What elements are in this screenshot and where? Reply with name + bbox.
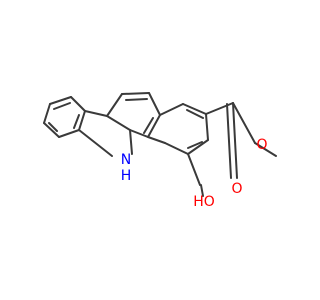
nh-h-label: H xyxy=(121,168,132,184)
bond-7 xyxy=(73,114,80,129)
bond-10 xyxy=(78,129,113,157)
bond-22 xyxy=(205,113,209,141)
structure-canvas: N H HO O O xyxy=(43,92,277,210)
bond-13 xyxy=(106,93,123,117)
bond-17 xyxy=(129,129,149,138)
bond-11 xyxy=(106,115,131,131)
bond-8 xyxy=(48,122,58,132)
bond-0 xyxy=(49,96,72,105)
bond-12 xyxy=(129,129,133,155)
bond-30 xyxy=(205,102,234,115)
bond-24 xyxy=(164,142,189,155)
bond-15 xyxy=(148,92,161,116)
bond-5 xyxy=(43,103,51,124)
carbonyl-oxygen-label: O xyxy=(231,181,242,197)
bond-27 xyxy=(187,141,203,149)
bond-34 xyxy=(254,142,277,157)
bond-9 xyxy=(84,110,108,117)
bond-23 xyxy=(187,139,209,155)
nh-n-label: N xyxy=(121,152,131,168)
bond-16 xyxy=(147,114,161,138)
bond-25 xyxy=(147,136,166,144)
bond-32 xyxy=(226,103,232,179)
bond-3 xyxy=(58,129,80,138)
bond-28 xyxy=(187,153,201,186)
bond-4 xyxy=(43,122,60,138)
molecule-structure: N H HO O O xyxy=(43,92,277,210)
bond-19 xyxy=(143,117,154,134)
bond-14 xyxy=(121,92,150,95)
hydroxyl-label: HO xyxy=(193,194,215,210)
bond-20 xyxy=(159,103,184,116)
bond-31 xyxy=(232,102,238,179)
bond-2 xyxy=(78,110,86,131)
bond-1 xyxy=(70,96,86,112)
bond-33 xyxy=(232,102,256,144)
bond-26 xyxy=(186,109,204,119)
bond-18 xyxy=(125,98,148,101)
bond-6 xyxy=(53,102,71,110)
bond-21 xyxy=(182,103,207,115)
ester-oxygen-label: O xyxy=(256,137,267,153)
bond-29 xyxy=(200,184,204,197)
bond-lines xyxy=(43,92,277,197)
